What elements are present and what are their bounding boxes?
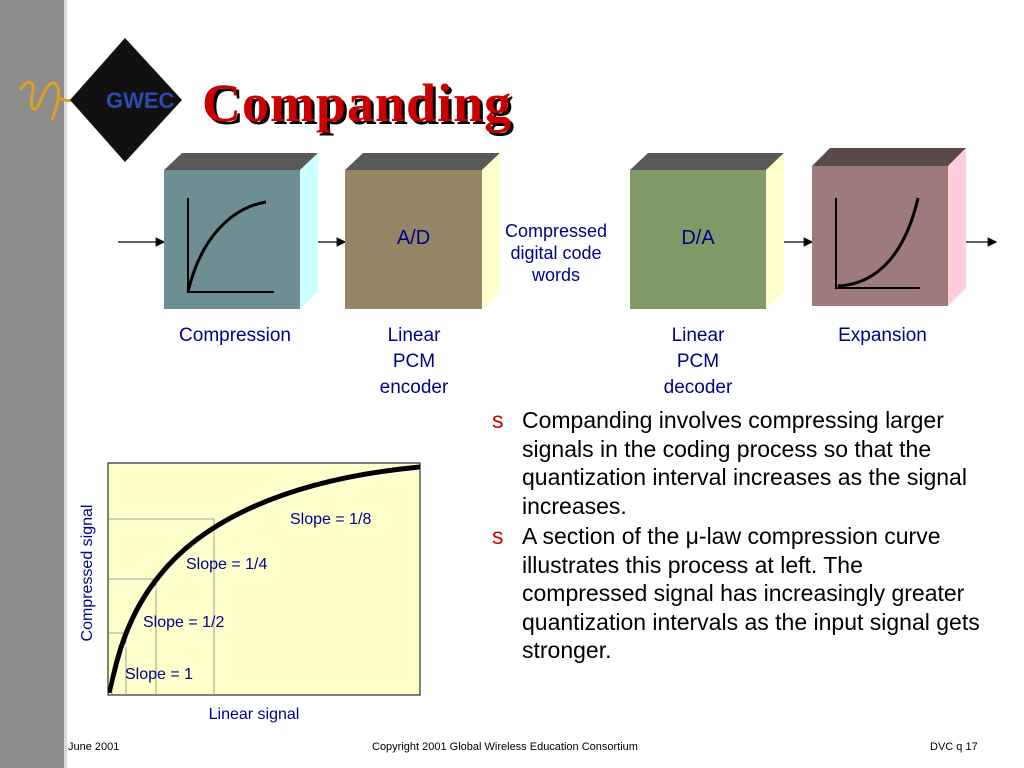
- expansion-block: [812, 148, 966, 306]
- compression-curve: [107, 464, 421, 694]
- footer-page-number: DVC q 17: [930, 741, 978, 753]
- da-block: [630, 153, 784, 309]
- page-title: Companding: [202, 73, 513, 133]
- ad-block-label: A/D: [396, 227, 431, 249]
- slope-1-8-label: Slope = 1/8: [290, 511, 372, 528]
- gwec-logo: GWEC: [18, 38, 182, 162]
- slope-1-4-label: Slope = 1/4: [186, 556, 268, 573]
- compressed-code-words-label: Compressed digital code words: [504, 221, 608, 285]
- compression-caption: Compression: [179, 325, 291, 346]
- y-axis-label: Compressed signal: [79, 505, 96, 642]
- da-caption: Linear PCM decoder: [663, 325, 733, 398]
- left-sidebar-band: [0, 0, 64, 768]
- expansion-curve-icon: [835, 198, 920, 289]
- slope-1-label: Slope = 1: [125, 666, 193, 683]
- ad-block: [345, 153, 500, 309]
- companding-block-diagram: [118, 148, 998, 309]
- mu-law-compression-chart: Slope = 1/8 Slope = 1/4 Slope = 1/2 Slop…: [79, 462, 421, 723]
- da-block-label: D/A: [681, 227, 715, 249]
- x-axis-label: Linear signal: [209, 706, 300, 723]
- sidebar-divider: [64, 0, 67, 768]
- footer-date: June 2001: [68, 741, 120, 753]
- bullet-marker: s: [492, 407, 504, 433]
- footer-copyright: Copyright 2001 Global Wireless Education…: [372, 741, 638, 753]
- expansion-caption: Expansion: [838, 325, 927, 346]
- bullet-marker: s: [492, 523, 504, 549]
- slope-1-2-label: Slope = 1/2: [143, 614, 225, 631]
- ad-caption: Linear PCM encoder: [379, 325, 449, 398]
- logo-text: GWEC: [106, 88, 175, 113]
- compression-block: [164, 153, 318, 309]
